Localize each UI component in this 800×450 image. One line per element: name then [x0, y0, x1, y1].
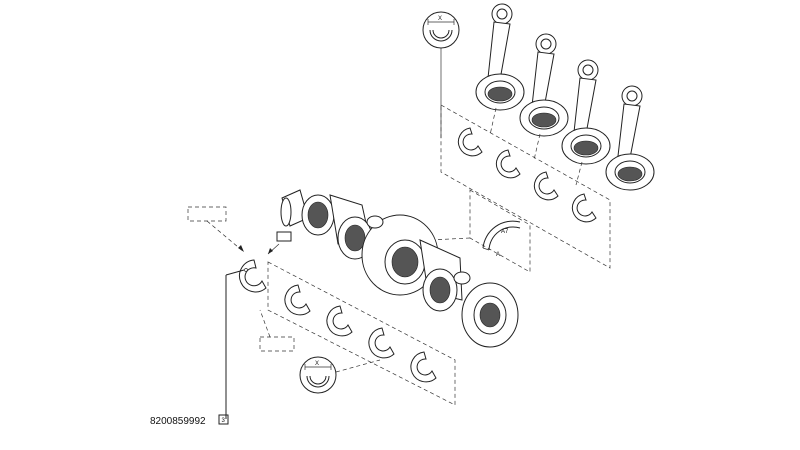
main-bearing-shell-1 [284, 284, 311, 316]
rod-bearing-box [440, 104, 611, 269]
detail-circle-top: X [422, 11, 460, 138]
thrust-angle-label: A7 [501, 229, 509, 235]
rod-bearing-shell-4 [571, 193, 597, 223]
connecting-rod-4 [605, 85, 655, 191]
small-rect-tag [267, 231, 292, 255]
connecting-rod-3 [561, 59, 611, 186]
part-index: 3 [222, 418, 226, 424]
main-bearing-box [267, 261, 456, 406]
thrust-letter-label: A [496, 252, 500, 258]
detail-bottom-letter: X [315, 361, 319, 367]
connecting-rods [475, 3, 655, 191]
rod-bearing-shell-2 [495, 149, 521, 179]
callout-box-upper [187, 206, 245, 253]
main-bearing-shell-single [239, 259, 267, 293]
rod-bearing-shell-1 [457, 127, 483, 157]
main-bearing-shell-4 [410, 351, 437, 383]
rod-bearing-shell-3 [533, 171, 559, 201]
part-number: 8200859992 [150, 416, 206, 427]
connecting-rod-1 [475, 3, 525, 136]
part-reference-callout: 8200859992 3 [150, 269, 245, 427]
main-bearing-shell-2 [326, 305, 353, 337]
main-bearing-shell-3 [368, 327, 395, 359]
detail-top-letter: X [438, 16, 442, 22]
thrust-washer-detail: A7 A [429, 189, 531, 273]
detail-circle-bottom: X [299, 356, 381, 394]
callout-box-lower [259, 309, 295, 352]
crankshaft [280, 189, 519, 348]
connecting-rod-2 [519, 33, 569, 161]
